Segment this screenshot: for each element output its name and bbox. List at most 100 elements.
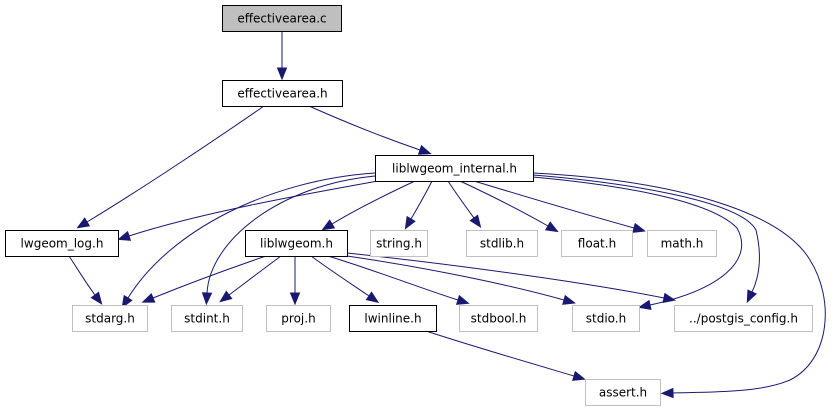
node-string-h: string.h	[370, 230, 428, 257]
edge-liblwgeom-h-to-stdarg-h	[141, 255, 267, 303]
node-liblwgeom-internal-h[interactable]: liblwgeom_internal.h	[375, 155, 534, 182]
node-label: effectivearea.h	[237, 87, 327, 101]
edge-line	[310, 255, 370, 297]
node-lwinline-h[interactable]: lwinline.h	[349, 305, 437, 332]
edge-line	[86, 105, 265, 223]
arrowhead-icon	[632, 222, 646, 233]
edge-line	[127, 172, 376, 299]
edge-liblwgeom-internal-h-to-postgis-config-h	[532, 174, 760, 304]
node-box	[349, 305, 437, 332]
node-stdarg-h: stdarg.h	[72, 305, 148, 332]
edge-effectivearea-h-to-liblwgeom-internal-h	[308, 105, 432, 155]
arrowhead-icon	[660, 387, 674, 399]
edge-liblwgeom-internal-h-to-lwgeom-log-h	[117, 180, 379, 241]
edge-liblwgeom-internal-h-to-stdlib-h	[447, 180, 482, 228]
edge-line	[346, 252, 665, 299]
edge-line	[327, 255, 459, 301]
node-label: stdlib.h	[480, 237, 524, 251]
node-box	[245, 230, 348, 257]
edge-line	[346, 255, 565, 301]
edge-liblwgeom-h-to-stdio-h	[346, 255, 576, 305]
node-effectivearea-h[interactable]: effectivearea.h	[222, 80, 343, 107]
node-liblwgeom-h[interactable]: liblwgeom.h	[245, 230, 348, 257]
edge-liblwgeom-h-to-lwinline-h	[310, 255, 380, 303]
arrowhead-icon	[637, 299, 652, 311]
edge-liblwgeom-internal-h-to-liblwgeom-h	[321, 180, 416, 231]
edge-liblwgeom-h-to-proj-h	[289, 256, 301, 306]
node-label: ../postgis_config.h	[689, 312, 798, 326]
arrowhead-icon	[276, 67, 288, 81]
node-box	[222, 80, 343, 107]
arrowhead-icon	[141, 292, 156, 303]
node-assert-h: assert.h	[585, 379, 661, 406]
node-stdbool-h: stdbool.h	[459, 305, 538, 332]
arrowhead-icon	[321, 219, 336, 231]
edge-liblwgeom-internal-h-to-string-h	[404, 180, 433, 230]
edge-line	[425, 330, 575, 377]
arrowhead-icon	[455, 294, 470, 305]
edge-effectivearea-h-to-lwgeom-log-h	[76, 105, 265, 229]
edge-line	[331, 180, 416, 225]
arrowhead-icon	[562, 294, 576, 305]
node-label: stdbool.h	[471, 312, 527, 326]
node-label: assert.h	[599, 386, 647, 400]
nodes-layer: effectivearea.c effectivearea.h liblwgeom_…	[5, 5, 813, 406]
node-label: math.h	[661, 237, 704, 251]
edge-liblwgeom-internal-h-to-stdio-h	[532, 176, 743, 311]
node-stdint-h: stdint.h	[171, 305, 243, 332]
arrowhead-icon	[417, 144, 432, 155]
arrowhead-icon	[746, 289, 757, 304]
edges-layer	[68, 31, 826, 399]
edge-line	[68, 255, 96, 296]
edge-line	[206, 175, 376, 294]
arrowhead-icon	[289, 292, 301, 306]
edge-liblwgeom-internal-h-to-math-h	[473, 180, 646, 233]
node-stdio-h: stdio.h	[572, 305, 640, 332]
edge-line	[152, 255, 267, 299]
edge-line	[532, 174, 760, 293]
arrowhead-icon	[572, 370, 586, 381]
node-float-h: float.h	[561, 230, 633, 257]
edge-line	[532, 172, 826, 394]
node-label: lwinline.h	[364, 312, 421, 326]
node-label: proj.h	[281, 312, 315, 326]
edge-line	[447, 180, 475, 219]
node-box	[585, 379, 661, 406]
node-label: effectivearea.c	[237, 12, 326, 26]
node-box	[466, 230, 538, 257]
arrowhead-icon	[117, 230, 132, 241]
edge-line	[410, 180, 433, 220]
edge-line	[128, 180, 379, 237]
edge-line	[459, 180, 549, 227]
edge-lwinline-h-to-assert-h	[425, 330, 586, 381]
node-box	[375, 155, 534, 182]
edge-lwgeom-log-h-to-stdarg-h	[68, 255, 103, 305]
node-label: stdarg.h	[85, 312, 135, 326]
node-box	[171, 305, 243, 332]
arrowhead-icon	[76, 217, 91, 229]
node-box	[561, 230, 633, 257]
edge-line	[532, 176, 743, 306]
edge-liblwgeom-internal-h-to-assert-h	[532, 172, 826, 399]
node-box	[266, 305, 331, 332]
node-postgis-config-h: ../postgis_config.h	[674, 305, 813, 332]
node-math-h: math.h	[647, 230, 717, 257]
node-box	[572, 305, 640, 332]
arrowhead-icon	[469, 214, 482, 228]
node-stdlib-h: stdlib.h	[466, 230, 538, 257]
node-label: float.h	[578, 237, 616, 251]
node-box	[5, 230, 119, 257]
node-effectivearea-c[interactable]: effectivearea.c	[222, 5, 342, 32]
node-label: liblwgeom.h	[260, 237, 333, 251]
edge-liblwgeom-h-to-stdbool-h	[327, 255, 470, 305]
edge-line	[473, 180, 635, 229]
edge-line	[308, 105, 421, 151]
arrowhead-icon	[404, 215, 416, 230]
arrowhead-icon	[121, 294, 133, 309]
node-lwgeom-log-h[interactable]: lwgeom_log.h	[5, 230, 119, 257]
arrowhead-icon	[544, 221, 559, 233]
node-box	[72, 305, 148, 332]
arrowhead-icon	[365, 291, 380, 303]
arrowhead-icon	[201, 292, 213, 306]
